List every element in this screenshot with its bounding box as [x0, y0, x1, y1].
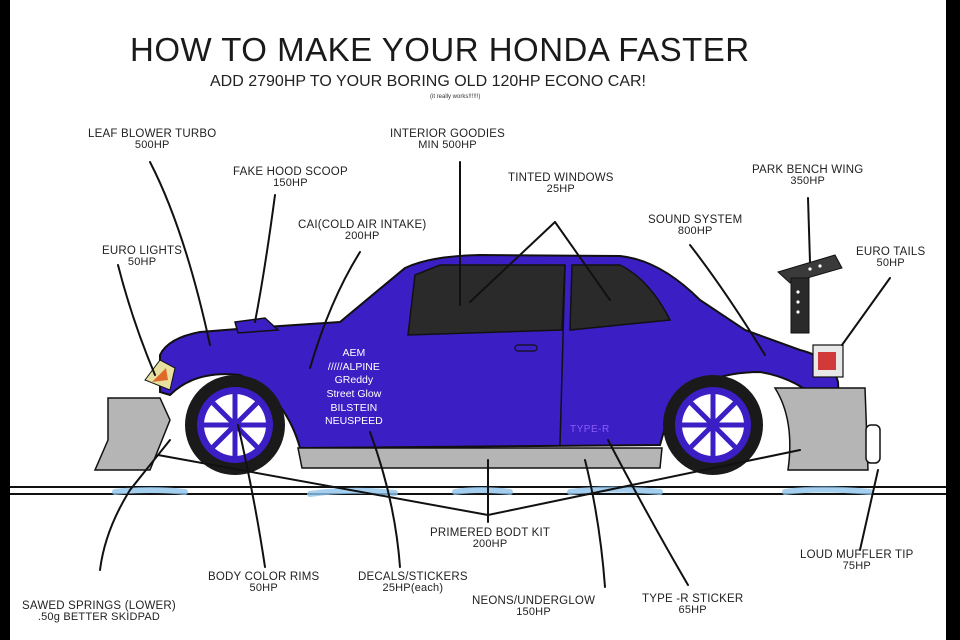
label-loud-muffler-tip: LOUD MUFFLER TIP 75HP	[800, 549, 914, 573]
label-name: PARK BENCH WING	[752, 164, 864, 176]
label-hp: 500HP	[134, 139, 170, 152]
label-name: TINTED WINDOWS	[508, 172, 614, 184]
label-euro-lights: EURO LIGHTS 50HP	[102, 245, 182, 269]
label-primered-body-kit: PRIMERED BODT KIT 200HP	[430, 527, 550, 551]
label-name: EURO LIGHTS	[102, 245, 183, 257]
label-fake-hood-scoop: FAKE HOOD SCOOP 150HP	[233, 166, 348, 190]
label-name: DECALS/STICKERS	[358, 571, 468, 583]
label-name: INTERIOR GOODIES	[390, 128, 506, 140]
label-hp: 50HP	[876, 257, 905, 270]
label-hp: 50HP	[127, 256, 157, 269]
page-note: (it really works!!!!!!)	[430, 94, 481, 100]
label-hp: 25HP	[546, 183, 575, 196]
label-name: SAWED SPRINGS (LOWER)	[22, 600, 176, 612]
label-name: BODY COLOR RIMS	[208, 571, 320, 583]
label-sound-system: SOUND SYSTEM 800HP	[648, 214, 742, 238]
label-hp: 150HP	[516, 606, 551, 619]
label-hp: 50HP	[249, 582, 278, 595]
label-park-bench-wing: PARK BENCH WING 350HP	[752, 164, 863, 188]
label-hp: 150HP	[273, 177, 308, 190]
label-leaf-blower-turbo: LEAF BLOWER TURBO 500HP	[88, 128, 216, 152]
front-bumper-kit	[93, 397, 171, 471]
label-hp: 65HP	[678, 604, 707, 617]
label-hp: 800HP	[677, 225, 713, 238]
hood-scoop	[234, 317, 280, 334]
decal-text: GReddy	[334, 374, 374, 387]
decal-text: NEUSPEED	[325, 415, 383, 428]
park-bench-wing	[777, 254, 843, 334]
label-cold-air-intake: CAI(COLD AIR INTAKE) 200HP	[298, 219, 426, 243]
label-name: FAKE HOOD SCOOP	[233, 166, 348, 178]
rear-wheel	[663, 375, 763, 475]
decal-text: Street Glow	[326, 387, 382, 400]
side-window	[569, 264, 672, 331]
type-r-sticker-text: TYPE-R	[570, 424, 610, 435]
label-tinted-windows: TINTED WINDOWS 25HP	[508, 172, 614, 196]
label-hp: 350HP	[790, 175, 826, 188]
side-skirt-kit	[297, 447, 663, 469]
label-neons-underglow: NEONS/UNDERGLOW 150HP	[472, 595, 595, 619]
rear-window	[407, 264, 566, 336]
callout-lines	[99, 161, 891, 588]
label-name: SOUND SYSTEM	[648, 214, 743, 226]
decal-text: AEM	[342, 347, 366, 359]
decal-text: /////ALPINE	[327, 360, 380, 373]
label-type-r-sticker: TYPE -R STICKER 65HP	[642, 593, 743, 617]
car-decals: AEM /////ALPINE GReddy Street Glow BILST…	[325, 347, 383, 429]
label-name: CAI(COLD AIR INTAKE)	[298, 219, 427, 231]
label-name: LEAF BLOWER TURBO	[88, 128, 217, 140]
label-name: NEONS/UNDERGLOW	[472, 595, 596, 607]
rear-bumper-kit	[773, 387, 869, 471]
page-title: HOW TO MAKE YOUR HONDA FASTER	[130, 31, 750, 68]
label-euro-tails: EURO TAILS 50HP	[856, 246, 925, 270]
car-drawing	[10, 161, 946, 588]
label-hp: 75HP	[842, 560, 871, 573]
label-body-color-rims: BODY COLOR RIMS 50HP	[208, 571, 319, 595]
label-hp: .50g BETTER SKIDPAD	[37, 611, 161, 624]
page-subtitle: ADD 2790HP TO YOUR BORING OLD 120HP ECON…	[210, 73, 646, 90]
muffler-tip	[865, 424, 881, 464]
label-hp: 25HP(each)	[382, 582, 444, 595]
label-hp: 200HP	[344, 230, 380, 243]
front-wheel	[185, 375, 285, 475]
label-name: PRIMERED BODT KIT	[430, 527, 551, 539]
label-sawed-springs: SAWED SPRINGS (LOWER) .50g BETTER SKIDPA…	[22, 600, 176, 624]
decal-text: BILSTEIN	[330, 401, 378, 414]
label-interior-goodies: INTERIOR GOODIES MIN 500HP	[390, 128, 505, 152]
label-decals-stickers: DECALS/STICKERS 25HP(each)	[358, 571, 468, 595]
label-hp: MIN 500HP	[418, 139, 477, 152]
label-name: TYPE -R STICKER	[642, 593, 744, 605]
label-name: EURO TAILS	[856, 246, 926, 258]
label-hp: 200HP	[472, 538, 508, 551]
meme-canvas: HOW TO MAKE YOUR HONDA FASTER ADD 2790HP…	[10, 0, 946, 640]
label-name: LOUD MUFFLER TIP	[800, 549, 914, 561]
